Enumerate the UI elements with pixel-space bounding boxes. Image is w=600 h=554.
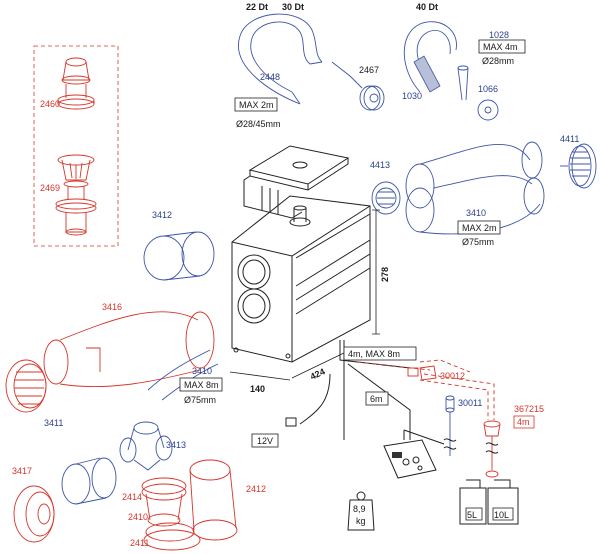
exhaust-hose-40-group: 40 Dt 1028 MAX 4m Ø28mm 1030 1066 <box>402 2 526 121</box>
roof-terminal-2469-drawing <box>55 154 97 236</box>
control-panel <box>383 429 445 479</box>
label-tank-10l: 10L <box>494 510 509 520</box>
roof-terminal-group: 2460 2469 <box>33 45 119 247</box>
label-2467: 2467 <box>359 65 379 75</box>
red-vent-stack-drawing <box>141 477 201 551</box>
label-dia-28-45: Ø28/45mm <box>236 119 281 129</box>
label-2412: 2412 <box>246 484 266 494</box>
label-4411: 4411 <box>560 134 579 144</box>
label-3412: 3412 <box>152 210 172 220</box>
label-367215: 367215 <box>514 404 544 414</box>
label-2469: 2469 <box>40 183 60 193</box>
label-3410-left: 3410 <box>192 366 212 376</box>
label-dia-75-left: Ø75mm <box>184 395 216 405</box>
part-2412-drawing <box>189 459 238 541</box>
roof-terminal-2460-drawing <box>57 57 95 110</box>
label-max8m: MAX 8m <box>184 380 219 390</box>
label-3417: 3417 <box>12 466 32 476</box>
mounting-bracket <box>243 145 350 219</box>
box-max2m-left <box>234 97 278 112</box>
box-12v <box>251 433 279 448</box>
label-max2m-right: MAX 2m <box>462 223 497 233</box>
box-tank-10l <box>492 507 514 521</box>
label-2410: 2410 <box>128 512 148 522</box>
heater-unit <box>231 195 371 363</box>
label-40dt: 40 Dt <box>416 2 438 12</box>
label-30dt: 30 Dt <box>282 2 304 12</box>
box-max8m <box>179 377 223 392</box>
label-12v: 12V <box>257 436 273 446</box>
label-4m-max8m: 4m, MAX 8m <box>348 349 400 359</box>
label-4413: 4413 <box>370 160 390 170</box>
label-2411: 2411 <box>130 538 149 548</box>
vent-3417-drawing <box>13 485 55 543</box>
box-4m-red <box>513 415 535 429</box>
label-dia-75-right: Ø75mm <box>462 237 494 247</box>
label-max2m-left: MAX 2m <box>239 100 274 110</box>
label-6m: 6m <box>370 394 383 404</box>
label-3416: 3416 <box>102 302 122 312</box>
duct-connector-blue-drawing <box>61 457 117 505</box>
label-22dt: 22 Dt <box>246 2 268 12</box>
box-max2m-right <box>457 220 501 235</box>
label-2448: 2448 <box>260 72 280 82</box>
label-30012: 30012 <box>440 371 465 381</box>
part-3412-drawing <box>143 231 215 281</box>
label-1028: 1028 <box>489 30 509 40</box>
label-3410-right: 3410 <box>466 208 486 218</box>
power-connector-drawing <box>285 373 331 427</box>
air-duct-3410-right-group: 4411 4413 3410 MAX 2m Ø75mm <box>370 134 597 247</box>
vent-3411-drawing <box>5 359 47 413</box>
label-max4m: MAX 4m <box>483 42 518 52</box>
water-system-drawing <box>357 359 519 525</box>
label-1030: 1030 <box>402 91 422 101</box>
label-3413: 3413 <box>166 440 186 450</box>
label-weight-unit: kg <box>356 516 366 526</box>
box-4m-max8m <box>343 346 417 361</box>
dimension-lines: 278 140 424 <box>229 209 390 394</box>
label-4m-red: 4m <box>517 417 530 427</box>
weight-icon <box>347 491 375 531</box>
dim-140: 140 <box>250 384 265 394</box>
label-3411: 3411 <box>44 418 63 428</box>
t-piece-3413-drawing <box>119 421 173 471</box>
label-tank-5l: 5L <box>467 510 477 520</box>
label-dia-28: Ø28mm <box>482 56 514 66</box>
label-1066: 1066 <box>478 84 498 94</box>
box-max4m <box>478 39 526 54</box>
label-2460: 2460 <box>40 99 60 109</box>
dim-278: 278 <box>380 267 390 282</box>
box-tank-5l <box>465 507 483 521</box>
label-30011: 30011 <box>458 398 482 408</box>
box-6m <box>365 391 389 406</box>
label-weight-value: 8,9 <box>353 504 366 514</box>
part-3416-drawing <box>43 311 215 388</box>
exhaust-hose-22-30-group: 22 Dt 30 Dt 2467 2448 MAX 2m Ø28/45mm <box>234 2 385 129</box>
label-2414: 2414 <box>122 492 142 502</box>
